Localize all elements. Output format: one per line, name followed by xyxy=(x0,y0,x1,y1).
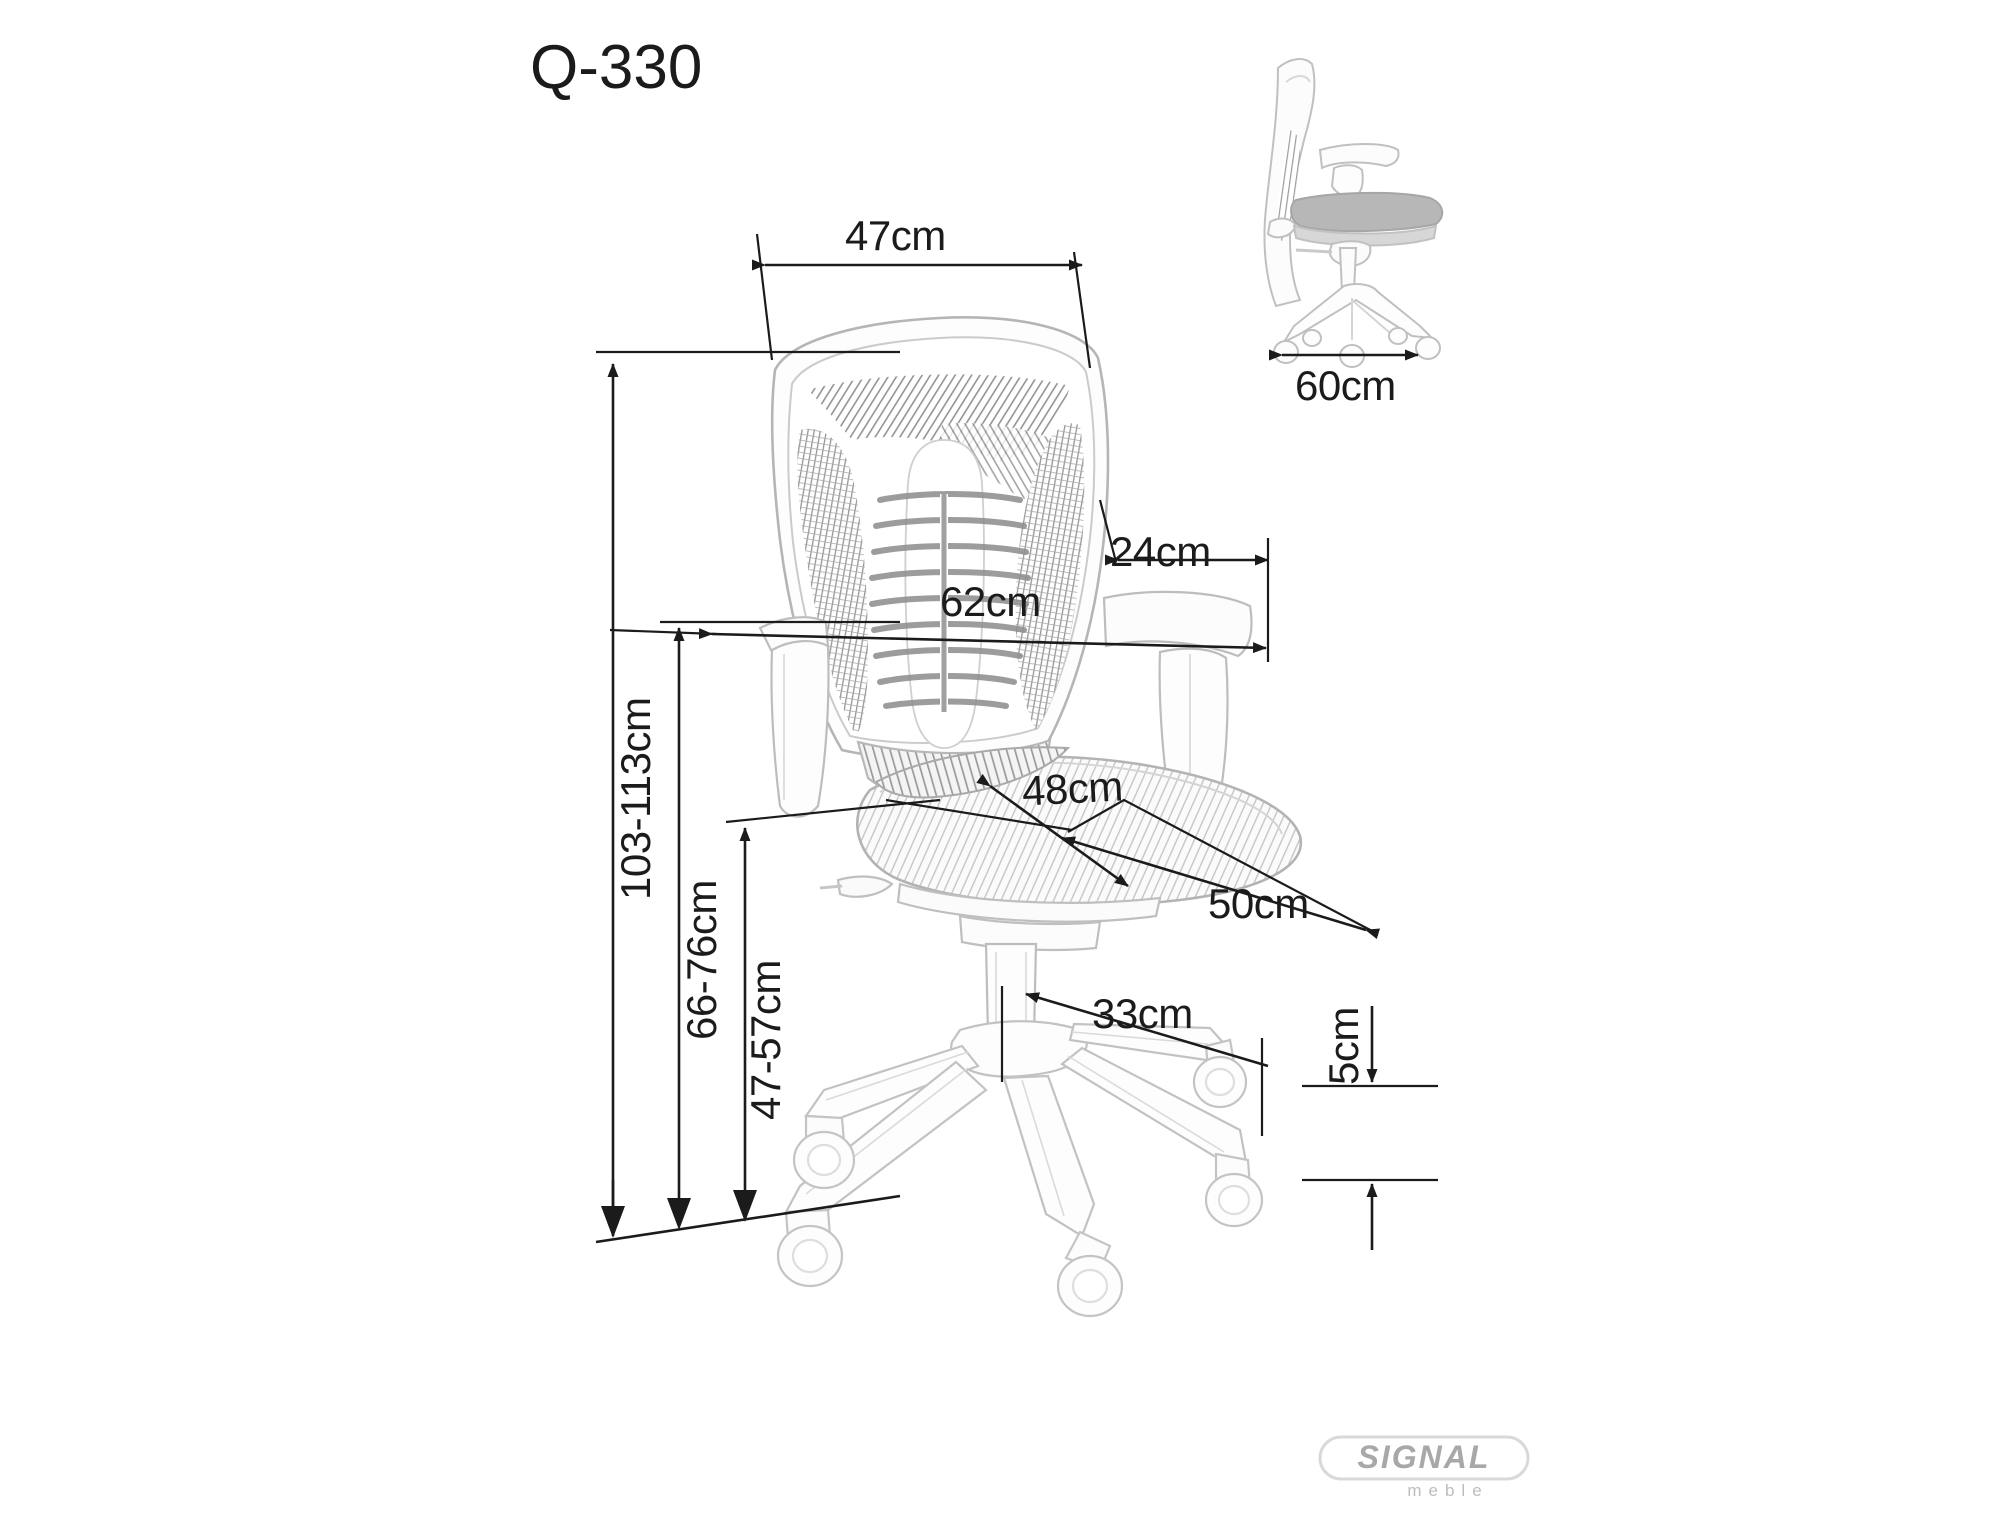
dimension-arrowheads xyxy=(601,1190,757,1238)
dimension-label-base-radius: 33cm xyxy=(1092,990,1193,1037)
dimension-label-armrest-depth: 24cm xyxy=(1110,528,1211,575)
svg-text:SIGNAL: SIGNAL xyxy=(1358,1439,1491,1475)
armrest-left xyxy=(758,616,830,818)
dimension-label-backrest-height: 66-76cm xyxy=(678,880,725,1040)
dimension-label-total-height: 103-113cm xyxy=(612,697,659,900)
caster xyxy=(1056,1230,1124,1318)
dimension-label-seat-depth: 48cm xyxy=(1020,762,1124,815)
chair-side-view xyxy=(1263,58,1444,368)
caster xyxy=(1192,1038,1248,1109)
dimension-label-seat-width: 50cm xyxy=(1208,880,1309,927)
casters xyxy=(776,1038,1264,1318)
brand-logo: SIGNAL meble xyxy=(1318,1435,1530,1500)
backrest-mesh xyxy=(797,374,1085,749)
caster xyxy=(792,1114,856,1190)
dimension-label-seat-height: 47-57cm xyxy=(742,960,789,1120)
page-title: Q-330 xyxy=(530,33,703,102)
caster xyxy=(1204,1152,1264,1228)
svg-text:meble: meble xyxy=(1407,1481,1488,1500)
dimension-label-backrest-width: 47cm xyxy=(845,212,946,259)
dimension-label-caster-height: 5cm xyxy=(1320,1007,1367,1085)
dimension-lines xyxy=(595,233,1438,1250)
dimension-label-side-view-depth: 60cm xyxy=(1295,362,1396,409)
dimension-label-overall-width: 62cm xyxy=(940,578,1041,625)
caster xyxy=(776,1208,844,1288)
